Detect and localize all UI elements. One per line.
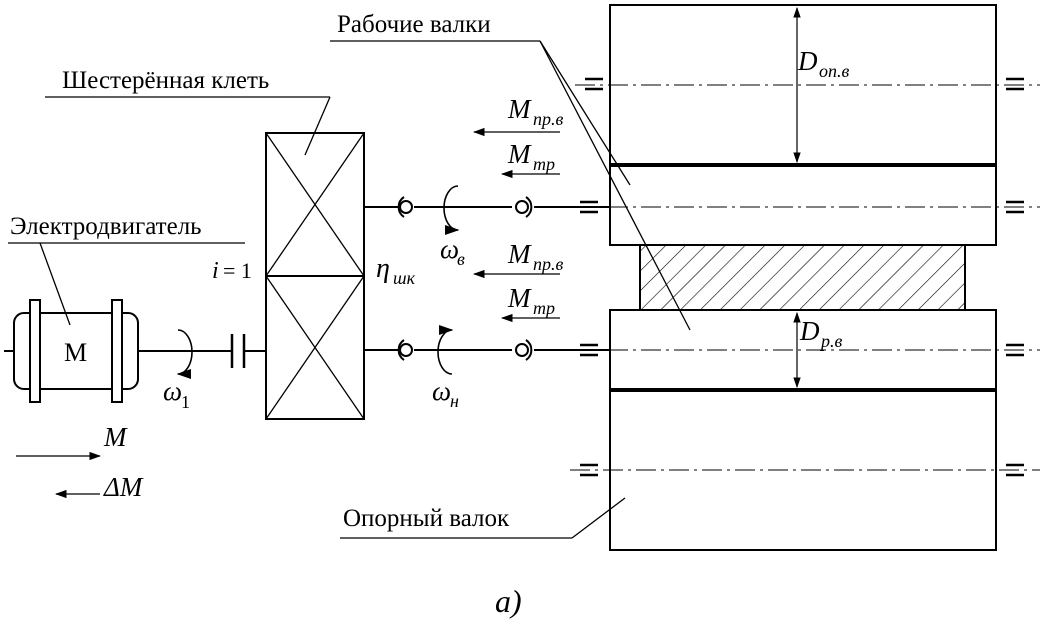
rolling-moment-top-symbol: M bbox=[507, 94, 532, 124]
motor-label: Электродвигатель bbox=[10, 213, 202, 240]
motor-moment-arrows bbox=[16, 451, 102, 499]
pinion-stand-label: Шестерённая клеть bbox=[62, 67, 269, 94]
omega-upper-symbol: ω bbox=[440, 234, 459, 264]
upper-spindle bbox=[365, 196, 610, 218]
moment-arrows bbox=[472, 127, 560, 323]
omega-motor-subscript: 1 bbox=[181, 392, 190, 412]
bearing-marks bbox=[580, 77, 1024, 477]
omega-lower-symbol: ω bbox=[432, 376, 451, 406]
rotation-arrow-lower bbox=[437, 324, 454, 375]
leader-lines bbox=[8, 40, 691, 539]
rotation-arrow-upper bbox=[443, 185, 460, 236]
motor-letter: M bbox=[64, 338, 87, 367]
work-diameter-subscript: р.в bbox=[819, 331, 843, 351]
backup-roll-label: Опорный валок bbox=[343, 505, 510, 532]
gear-ratio-symbol: i bbox=[212, 258, 219, 284]
friction-moment-bottom-subscript: тр bbox=[533, 298, 555, 318]
coupling bbox=[230, 334, 246, 368]
motor-moment-symbol: M bbox=[103, 422, 128, 452]
omega-motor-symbol: ω bbox=[163, 376, 182, 406]
omega-lower-subscript: н bbox=[450, 391, 459, 411]
dynamic-moment-symbol: ΔM bbox=[103, 472, 144, 502]
work-diameter-symbol: D bbox=[799, 316, 820, 346]
work-rolls-label: Рабочие валки bbox=[337, 11, 491, 38]
omega-upper-subscript: в bbox=[457, 249, 465, 269]
friction-moment-top-symbol: M bbox=[507, 139, 532, 169]
rolling-moment-top-subscript: пр.в bbox=[533, 109, 564, 129]
rolling-moment-bottom-subscript: пр.в bbox=[533, 254, 564, 274]
lower-spindle bbox=[365, 339, 610, 361]
rolling-moment-bottom-symbol: M bbox=[507, 239, 532, 269]
friction-moment-bottom-symbol: M bbox=[507, 283, 532, 313]
efficiency-subscript: шк bbox=[393, 268, 416, 288]
rolled-strip bbox=[639, 244, 966, 311]
friction-moment-top-subscript: тр bbox=[533, 154, 555, 174]
pinion-stand bbox=[265, 132, 365, 420]
backup-diameter-subscript: оп.в bbox=[819, 61, 850, 81]
efficiency-symbol: η bbox=[376, 253, 390, 284]
roll-center-lines bbox=[570, 84, 1040, 471]
gear-ratio-value: = 1 bbox=[223, 258, 252, 283]
figure-caption: a) bbox=[495, 583, 522, 619]
upper-work-roll bbox=[609, 163, 997, 246]
backup-diameter-symbol: D bbox=[797, 46, 818, 76]
